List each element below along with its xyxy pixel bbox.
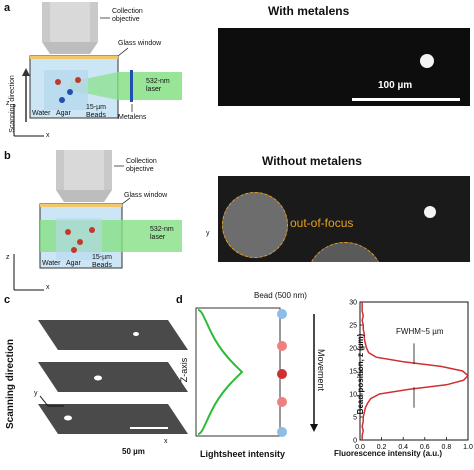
bead [65, 229, 71, 235]
glass-leader [117, 47, 129, 57]
glass-leader [121, 197, 131, 205]
slice-3-bead [64, 415, 72, 421]
glass-label-b: Glass window [124, 192, 168, 199]
x-label-c: x [164, 438, 168, 445]
x-tick-label: 0.0 [355, 444, 365, 451]
bead-bottom [277, 427, 287, 437]
beads-label-a: 15-µm Beads [86, 104, 106, 119]
bead [75, 77, 81, 83]
lightsheet-xlabel: Lightsheet intensity [200, 449, 286, 459]
objective-tip [56, 190, 112, 202]
panel-d-letter: d [176, 294, 183, 306]
bead [77, 239, 83, 245]
bead [55, 79, 61, 85]
y-tick-label: 25 [349, 323, 357, 330]
bead-top [277, 309, 287, 319]
y-label-c: y [34, 390, 38, 397]
panel-b-letter: b [4, 150, 11, 162]
bead [89, 227, 95, 233]
glass-window [30, 56, 118, 59]
slice-1 [38, 320, 188, 350]
micrograph-with-metalens: 100 µm [218, 28, 470, 106]
bright-bead [424, 206, 436, 218]
micrograph-without-metalens: out-of-focus [218, 176, 470, 262]
y-label-b: y [206, 230, 210, 237]
objective-label-a: Collection objective [112, 8, 143, 23]
bead-mid-2 [277, 369, 287, 379]
panel-c-letter: c [4, 294, 11, 306]
scalebar-a [352, 98, 460, 101]
objective-label-b: Collection objective [126, 158, 157, 173]
x-tick-label: 0.4 [398, 444, 408, 451]
oof-label: out-of-focus [290, 216, 354, 230]
panel-b-schematic [13, 150, 182, 291]
bright-bead [420, 54, 434, 68]
glass-window [40, 204, 122, 207]
slice-2 [38, 362, 188, 392]
focused-beam [70, 72, 118, 100]
water-label-a: Water [32, 110, 51, 117]
bead-label: Bead (500 nm) [254, 291, 307, 300]
profile-line [361, 302, 470, 440]
panel-a-schematic [13, 2, 182, 137]
y-tick-label: 0 [353, 438, 357, 445]
x-tick-label: 1.0 [463, 444, 473, 451]
z-label-a: z [6, 100, 10, 107]
agar-region [44, 70, 88, 110]
objective-inner [64, 150, 104, 190]
chart-ylabel: Bead position, z (µm) [356, 333, 365, 415]
bead [59, 97, 65, 103]
x-label-a: x [46, 132, 50, 139]
bead-mid-1 [277, 341, 287, 351]
x-tick-label: 0.6 [420, 444, 430, 451]
slice-3 [38, 404, 188, 434]
scan-arrowhead [22, 68, 30, 76]
x-tick-label: 0.8 [442, 444, 452, 451]
scalebar-label-c: 50 µm [122, 447, 145, 456]
bead [71, 247, 77, 253]
movement-arrowhead [310, 424, 318, 432]
glass-label-a: Glass window [118, 40, 162, 47]
y-tick-label: 30 [349, 300, 357, 307]
metalens [130, 70, 133, 102]
y-tick-label: 20 [349, 346, 357, 353]
axis-y [39, 395, 49, 407]
laser-label-a: 532-nm laser [146, 78, 170, 93]
chart-annotation: FWHM~5 µm [396, 327, 444, 336]
image-title-a: With metalens [268, 4, 350, 18]
x-label-b: x [46, 284, 50, 291]
bead-mid-3 [277, 397, 287, 407]
agar-label-b: Agar [66, 260, 81, 267]
y-tick-label: 10 [349, 392, 357, 399]
slice-1-bead [133, 332, 139, 336]
beads-label-b: 15-µm Beads [92, 254, 112, 269]
agar-region [56, 218, 102, 260]
panel-a-letter: a [4, 2, 11, 14]
x-tick-label: 0.2 [377, 444, 387, 451]
y-tick-label: 15 [349, 369, 357, 376]
slice-2-bead [94, 375, 102, 381]
out-of-focus-blob [222, 192, 288, 258]
water-label-b: Water [42, 260, 61, 267]
metalens-label-a: Metalens [118, 114, 147, 121]
z-label-b: z [6, 254, 10, 261]
y-tick-label: 5 [353, 415, 357, 422]
laser-beam [118, 72, 182, 100]
laser-label-b: 532-nm laser [150, 226, 174, 241]
panel-c-slices [38, 320, 188, 434]
chart-xlabel: Fluorescence intensity (a.u.) [334, 449, 443, 458]
image-title-b: Without metalens [262, 154, 362, 168]
panel-d-schematic [195, 307, 318, 437]
agar-label-a: Agar [56, 110, 71, 117]
chart-frame [359, 301, 469, 441]
bead [67, 89, 73, 95]
scalebar-label-a: 100 µm [378, 80, 413, 91]
objective-inner [50, 2, 90, 42]
objective-tip [42, 42, 98, 54]
lightsheet-profile [197, 309, 244, 435]
